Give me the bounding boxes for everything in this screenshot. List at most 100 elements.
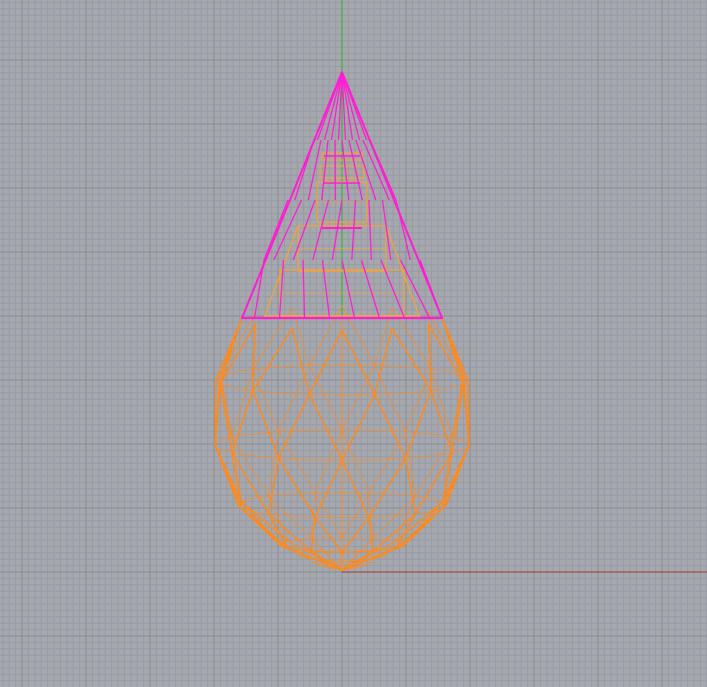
sphere-edge (252, 390, 280, 459)
sphere-edge (430, 369, 453, 438)
sphere-edge (277, 457, 316, 518)
cone-edge (331, 199, 343, 261)
cone-edge (381, 199, 392, 261)
sphere-edge (231, 437, 242, 502)
cone-edge (341, 71, 361, 141)
teardrop-model[interactable] (214, 71, 470, 571)
cone-edge (273, 199, 303, 261)
sphere-edge (405, 369, 432, 432)
sphere-edge (341, 394, 376, 461)
sphere-edge (310, 538, 343, 571)
sphere-edge (442, 437, 453, 502)
faceted-sphere[interactable] (214, 305, 470, 571)
cone-edge (321, 259, 331, 319)
sphere-edge (414, 452, 453, 515)
sphere-edge (268, 431, 279, 497)
cone-edge (380, 259, 406, 319)
selected-cone[interactable] (241, 71, 443, 320)
sphere-edge (368, 492, 374, 539)
sphere-edge (252, 369, 279, 432)
cone-edge (341, 259, 356, 319)
sphere-edge (268, 496, 289, 542)
sphere-edge (368, 457, 407, 518)
sphere-edge (341, 516, 370, 553)
cone-edge (399, 259, 431, 319)
cone-edge (355, 139, 377, 201)
sphere-edge (268, 495, 312, 539)
sphere-edge (391, 328, 432, 392)
sphere-edge (368, 517, 374, 552)
sphere-edge (428, 311, 432, 370)
sphere-edge (373, 328, 393, 395)
sphere-edge (428, 311, 465, 377)
sphere-edge (278, 431, 316, 494)
cone-edge (341, 139, 350, 201)
sphere-edge (341, 492, 370, 538)
sphere-edge (267, 458, 280, 514)
sphere-edge (341, 538, 374, 571)
sphere-edge (308, 365, 343, 431)
tier-flare (263, 225, 421, 319)
sphere-edge (395, 496, 416, 542)
cone-edge (348, 139, 363, 201)
sphere-edge (341, 329, 376, 395)
cone-edge (341, 71, 354, 141)
sphere-edge (308, 329, 343, 395)
sphere-edge (451, 375, 465, 438)
sphere-edge (314, 459, 343, 518)
sphere-edge (310, 517, 316, 552)
sphere-edge (267, 513, 289, 550)
cone-edge (341, 71, 347, 141)
sphere-edge (219, 383, 233, 453)
sphere-edge (268, 513, 312, 552)
sphere-edge (368, 431, 406, 494)
sphere-edge (231, 390, 254, 453)
cone-edge (351, 199, 357, 261)
sphere-edge (372, 513, 416, 552)
sphere-edge (341, 365, 376, 431)
sphere-edge (372, 495, 416, 539)
sphere-edge (277, 394, 311, 459)
sphere-edge (395, 513, 417, 550)
cone-edge (360, 259, 381, 319)
sphere-edge (341, 459, 370, 518)
sphere-edge (395, 501, 443, 542)
sphere-edge (314, 429, 343, 494)
cone-edge (302, 259, 306, 319)
sphere-edge (404, 390, 432, 459)
cone-edge (292, 199, 316, 261)
sphere-edge (314, 492, 343, 538)
cone-edge (330, 71, 343, 141)
cone-edge (263, 199, 289, 261)
sphere-edge (310, 492, 316, 539)
sphere-edge (278, 365, 310, 432)
sphere-edge (252, 323, 257, 391)
sphere-edge (219, 375, 233, 438)
cone-edge (323, 71, 343, 141)
sphere-edge (231, 452, 270, 515)
cone-edge (337, 71, 343, 141)
sphere-edge (291, 328, 311, 395)
sphere-edge (451, 383, 465, 453)
sphere-edge (341, 429, 370, 494)
sphere-edge (308, 394, 343, 461)
sphere-edge (374, 365, 406, 432)
sphere-edge (405, 431, 416, 497)
sphere-edge (231, 437, 269, 497)
sphere-edge (427, 323, 432, 391)
sphere-edge (430, 390, 453, 453)
cone-edge (278, 259, 285, 319)
sphere-edge (231, 452, 243, 509)
sphere-edge (231, 369, 254, 438)
cone-edge (307, 139, 322, 201)
sphere-edge (441, 317, 465, 385)
sphere-edge (404, 458, 417, 514)
sphere-edge (314, 516, 343, 553)
cone-edge (321, 139, 329, 201)
cone-edge (362, 139, 390, 201)
cone-edge (312, 199, 330, 261)
sphere-edge (341, 540, 396, 571)
cone-edge (368, 199, 372, 261)
